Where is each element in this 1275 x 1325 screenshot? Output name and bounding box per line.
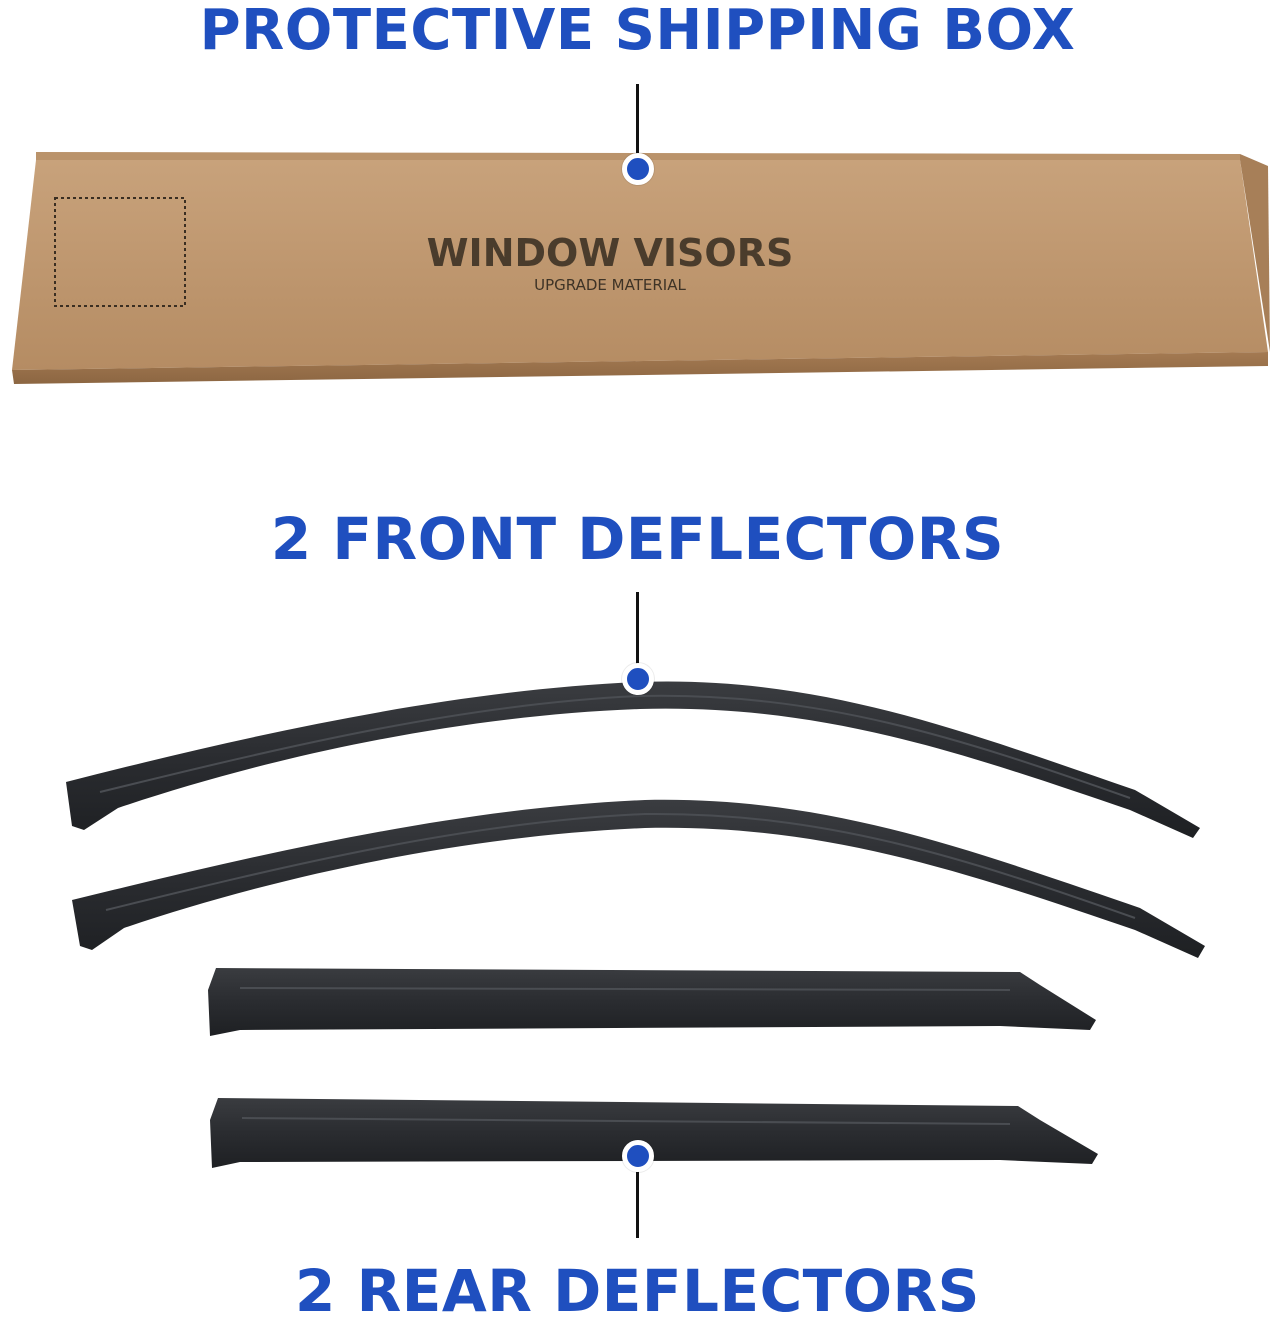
box-print-title: WINDOW VISORS	[427, 231, 794, 275]
rear-leader-line	[636, 1160, 639, 1238]
front-deflector-1	[66, 681, 1200, 838]
front-leader-line	[636, 592, 639, 676]
box-dashed-label-area	[54, 197, 186, 307]
rear-deflector-1	[208, 968, 1096, 1036]
shipping-box-label: PROTECTIVE SHIPPING BOX	[199, 0, 1076, 63]
shipping-box	[12, 152, 1270, 384]
front-deflector-2	[72, 799, 1205, 958]
box-front-panel	[12, 160, 1268, 370]
rear-marker-dot	[622, 1140, 654, 1172]
rear-deflector-2	[210, 1098, 1098, 1168]
front-deflectors-label: 2 FRONT DEFLECTORS	[270, 505, 1005, 573]
box-bottom-edge	[12, 352, 1268, 384]
front-marker-dot	[622, 663, 654, 695]
box-marker-dot	[622, 153, 654, 185]
rear-deflectors-label: 2 REAR DEFLECTORS	[295, 1257, 980, 1325]
box-side-panel	[1240, 154, 1270, 352]
box-print-subtitle: UPGRADE MATERIAL	[534, 276, 686, 294]
box-leader-line	[636, 84, 639, 164]
